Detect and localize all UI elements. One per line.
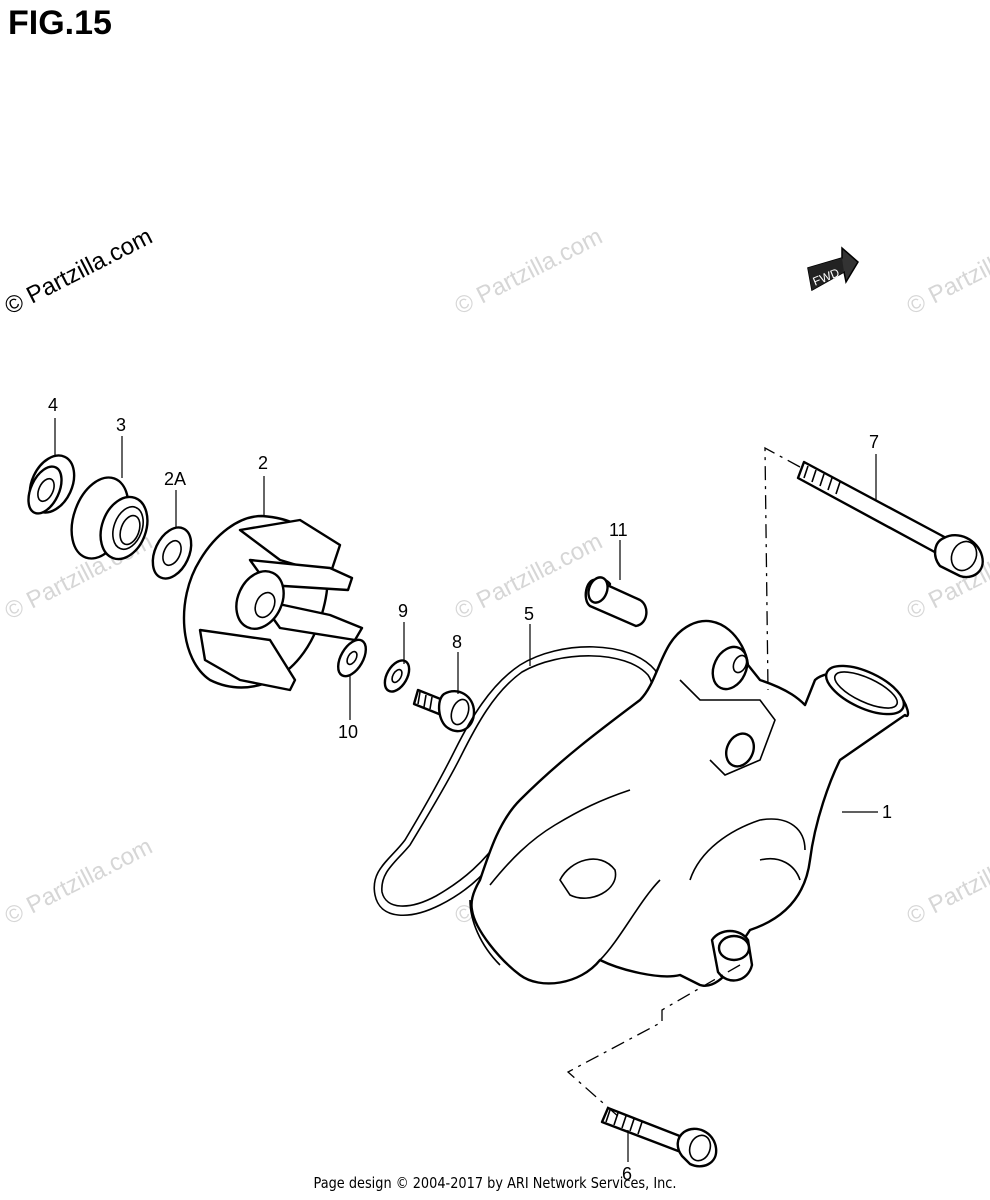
callout-1: 1 [882,802,892,822]
part-6-bolt [600,1106,718,1168]
callout-5: 5 [524,604,534,624]
callout-2: 2 [258,453,268,473]
callout-8: 8 [452,632,462,652]
part-11-dowel [584,576,648,628]
watermark: © Partzilla.com [902,223,990,320]
part-8-bolt [412,688,476,733]
part-2-impeller [182,514,364,692]
callout-6: 6 [622,1164,632,1184]
part-3-mechanical-seal [70,476,149,561]
part-2a-washer [151,526,193,580]
fwd-arrow-icon: FWD [807,246,859,292]
callout-9: 9 [398,601,408,621]
watermark: © Partzilla.com [0,833,156,930]
part-4-seal [27,454,76,515]
watermark-main: © Partzilla.com [0,223,156,320]
part-1-pump-case [469,619,910,987]
callout-3: 3 [116,415,126,435]
part-7-long-bolt [796,460,984,579]
callouts: 4 3 2A 2 7 11 9 8 5 10 1 6 [48,395,892,1184]
part-10-washer [336,638,368,678]
watermark: © Partzilla.com [450,223,606,320]
assembly-lines [566,446,801,1119]
figure-title: FIG.15 [8,4,112,42]
callout-11: 11 [609,520,628,540]
callout-7: 7 [869,432,879,452]
callout-2a: 2A [164,469,186,489]
callout-4: 4 [48,395,58,415]
watermarks: © Partzilla.com © Partzilla.com © Partzi… [0,223,990,930]
part-9-washer [383,659,411,693]
callout-10: 10 [338,722,358,742]
leader-lines [54,418,878,1162]
footer-copyright: Page design © 2004-2017 by ARI Network S… [313,1174,677,1192]
watermark: © Partzilla.com [902,833,990,930]
